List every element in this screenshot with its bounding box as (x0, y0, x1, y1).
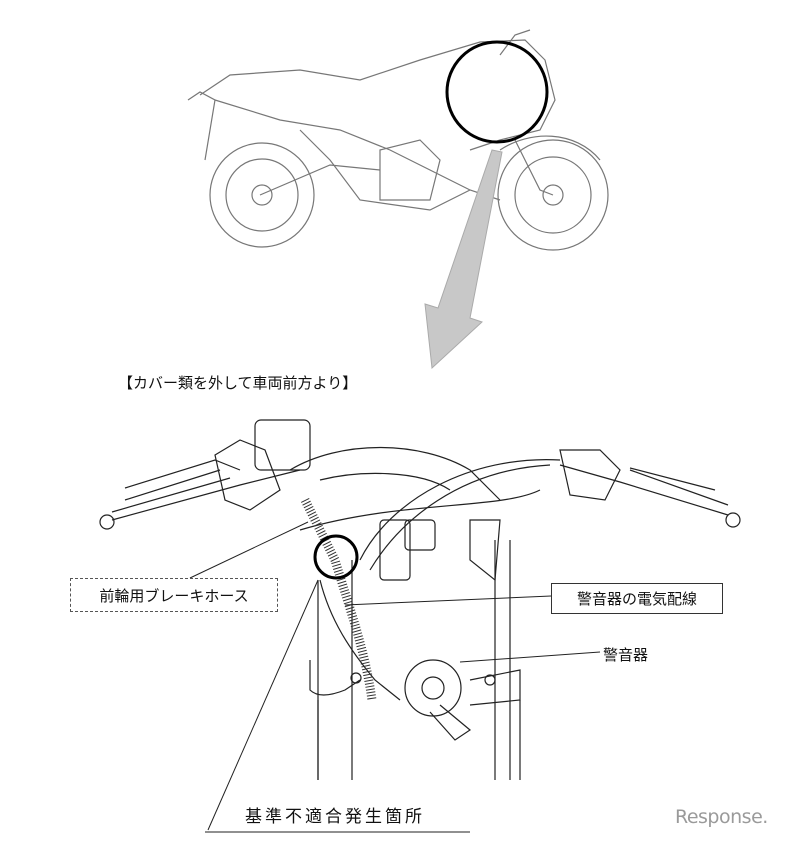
horn-wiring-label: 警音器の電気配線 (551, 583, 723, 614)
view-caption: 【カバー類を外して車両前方より】 (118, 374, 358, 392)
zoom-arrow (424, 149, 503, 370)
leader-hose (189, 521, 309, 579)
handlebar-front-view (99, 419, 741, 780)
brake-hose (300, 497, 377, 701)
motorcycle-side-view (187, 29, 609, 251)
brake-hose-label: 前輪用ブレーキホース (70, 578, 278, 612)
leader-horn (459, 651, 601, 663)
leader-wire (344, 595, 552, 606)
horn-label: 警音器 (603, 646, 649, 664)
watermark-logo: Response. (675, 806, 768, 828)
highlight-circle-top (445, 40, 549, 144)
leader-nc (207, 579, 319, 831)
nonconformity-label: 基準不適合発生箇所 (245, 807, 425, 827)
highlight-circle-bottom (313, 534, 359, 580)
